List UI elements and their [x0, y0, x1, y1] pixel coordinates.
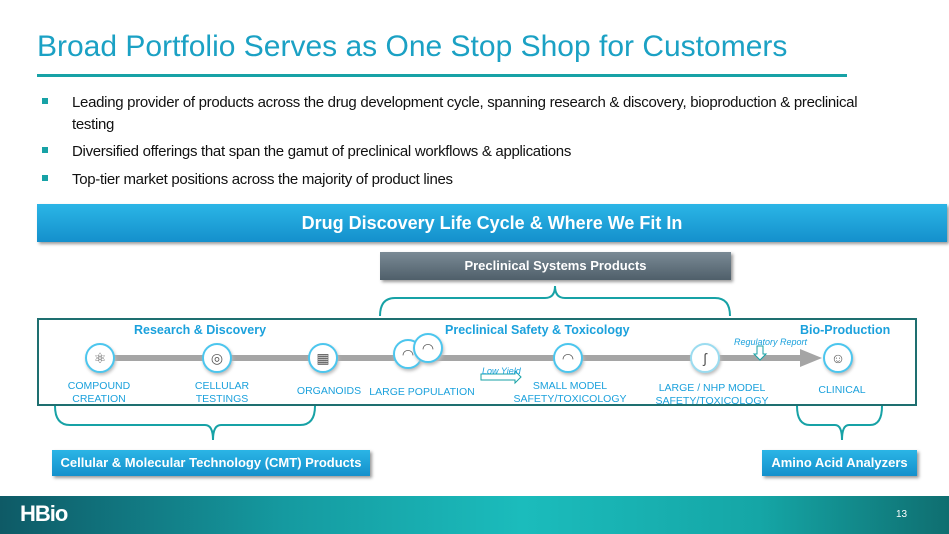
section-preclinical: Preclinical Safety & Toxicology [445, 323, 630, 337]
top-bracket [379, 285, 731, 317]
cmt-bracket [54, 405, 316, 441]
timeline-arrowhead [800, 349, 822, 367]
title-underline [37, 74, 847, 77]
footer-band [0, 496, 949, 534]
lifecycle-banner: Drug Discovery Life Cycle & Where We Fit… [37, 204, 947, 242]
organoid-icon: ▦ [308, 343, 338, 373]
low-yield-arrow [480, 369, 522, 385]
page-number: 13 [896, 509, 908, 520]
amino-acid-box: Amino Acid Analyzers [762, 450, 917, 476]
preclinical-systems-box: Preclinical Systems Products [380, 252, 731, 280]
section-research: Research & Discovery [134, 323, 267, 337]
stage-small-model: SMALL MODEL SAFETY/TOXICOLOGY [513, 380, 627, 405]
cmt-products-box: Cellular & Molecular Technology (CMT) Pr… [52, 450, 370, 476]
regulatory-arrow [752, 345, 768, 361]
regulatory-note: Regulatory Report [734, 337, 808, 347]
stage-compound: COMPOUND CREATION [67, 380, 131, 405]
amino-bracket [796, 405, 883, 441]
stage-large-population: LARGE POPULATION [369, 386, 475, 398]
section-bioproduction: Bio-Production [800, 323, 891, 337]
stage-organoids: ORGANOIDS [296, 385, 362, 397]
stage-large-model: LARGE / NHP MODEL SAFETY/TOXICOLOGY [655, 382, 769, 407]
stage-cellular: CELLULAR TESTINGS [194, 380, 250, 405]
slide-title: Broad Portfolio Serves as One Stop Shop … [37, 30, 788, 63]
hbio-logo: HBio [20, 501, 68, 526]
cell-icon: ◎ [202, 343, 232, 373]
person-icon: ☺ [823, 343, 853, 373]
mouse-icon: ◠ [553, 343, 583, 373]
bullet-icon [42, 175, 48, 181]
low-yield-note: Low Yield [482, 366, 521, 376]
lifecycle-panel: Research & Discovery Preclinical Safety … [37, 318, 917, 406]
molecule-icon: ⚛ [85, 343, 115, 373]
bullet-icon [42, 98, 48, 104]
stage-clinical: CLINICAL [818, 384, 866, 396]
bullet-icon [42, 147, 48, 153]
monkey-icon: ʃ [690, 343, 720, 373]
mice-icon: ◠ [413, 333, 443, 363]
